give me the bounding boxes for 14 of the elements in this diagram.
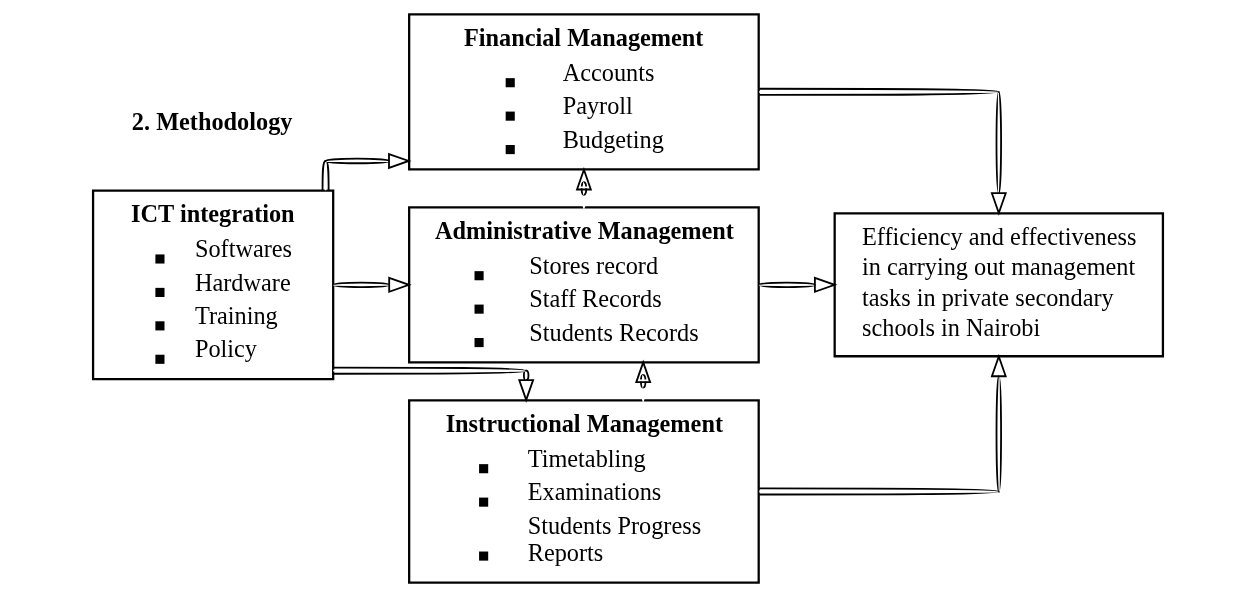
arrow [757,276,837,294]
node-box: Instructional Management Timetabling Examinations Students Progress Reports [407,399,760,584]
arrow [757,353,1007,496]
arrow [575,167,592,210]
arrow [321,152,411,192]
arrow [757,87,1007,216]
arrow [331,366,534,403]
node-box: Financial Management Accounts Payroll Budgeting [407,13,760,171]
arrow [634,359,651,404]
arrow [332,276,412,294]
node-box: Efficiency and effectiveness in carrying out management tasks in private secondary schools in Nairobi [833,212,1164,358]
label: 2. Methodology [131,107,292,135]
node-box: ICT integration Softwares Hardware Training Policy [91,189,334,381]
node-box: Administrative Management Stores record Staff Records Students Records [407,206,760,364]
